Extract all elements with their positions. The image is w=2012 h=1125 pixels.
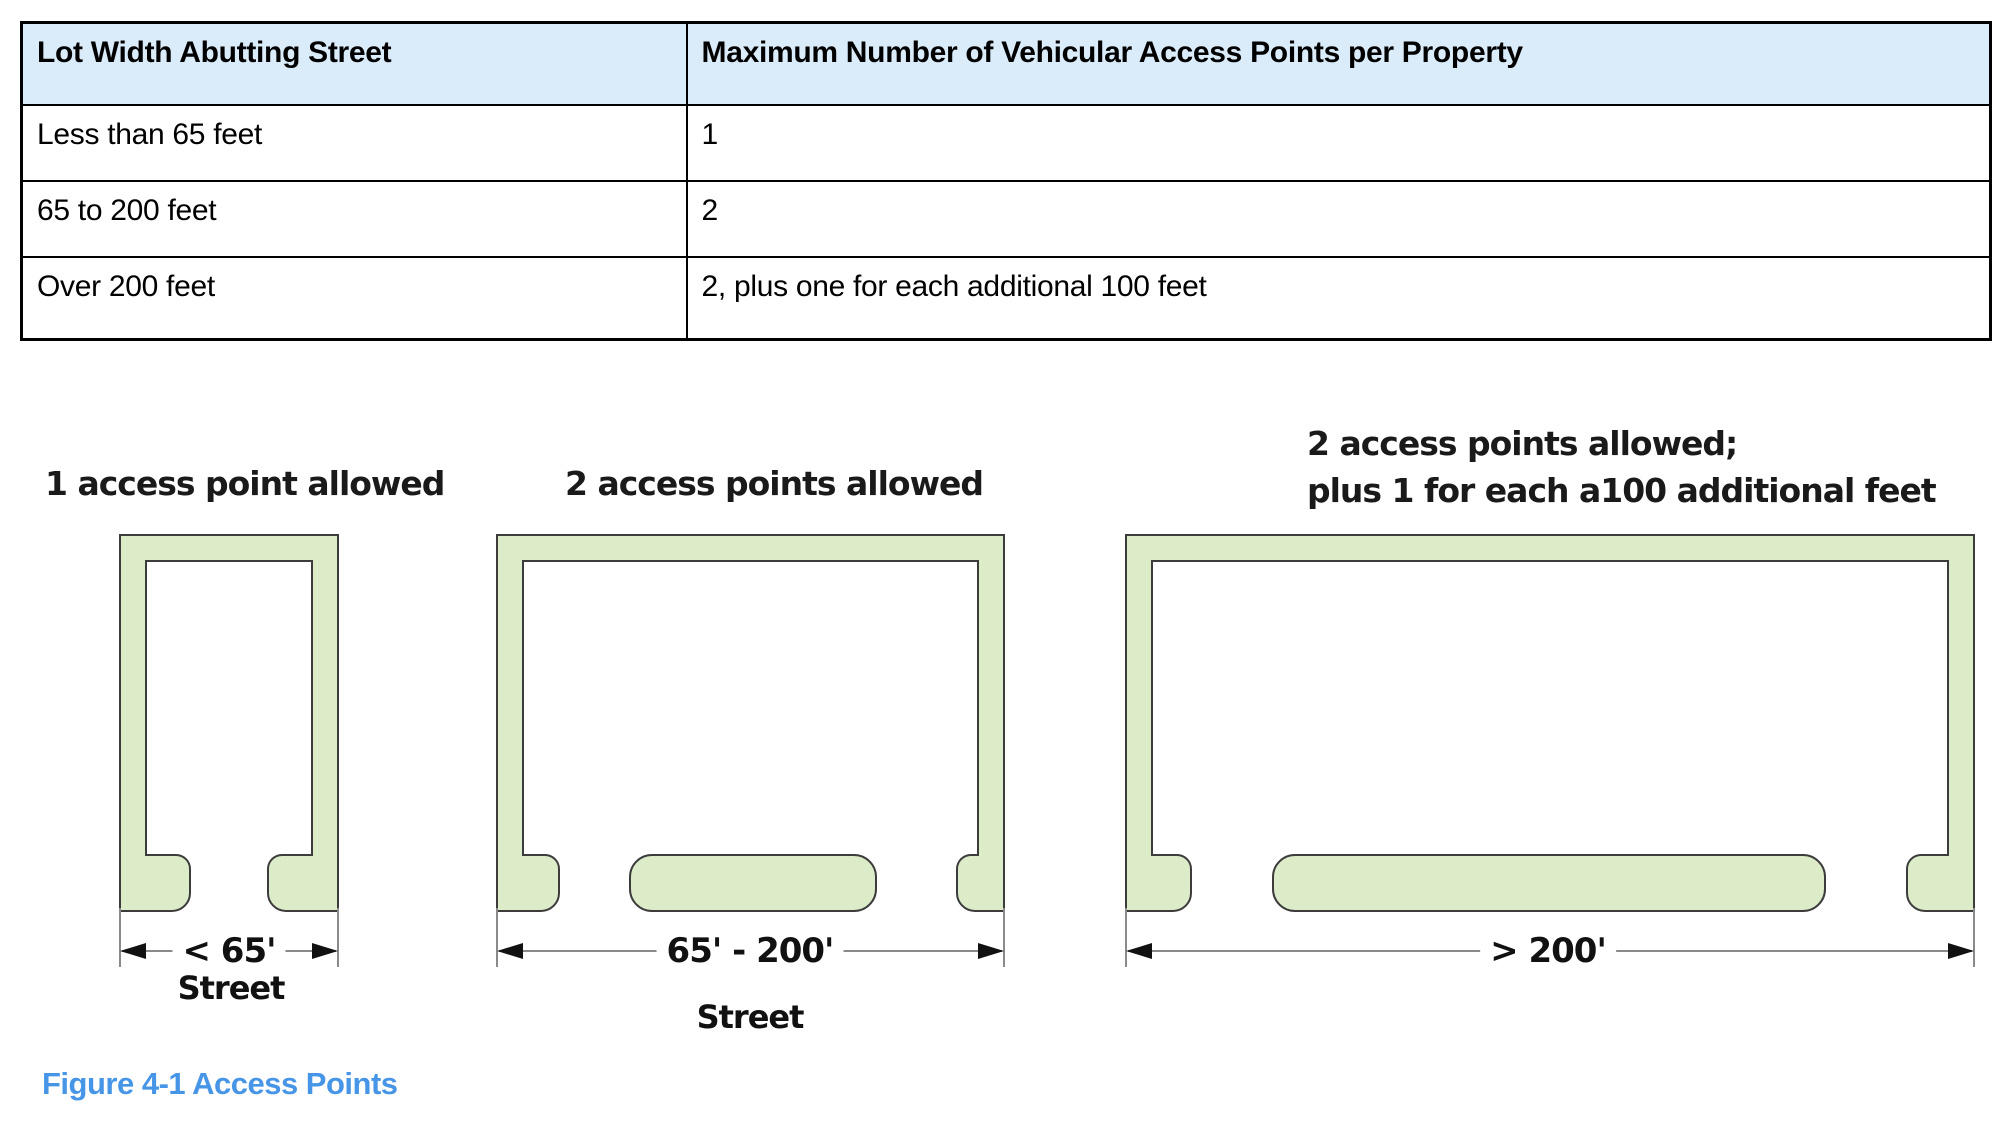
arrowhead-left <box>1126 943 1152 959</box>
header-max-access-points: Maximum Number of Vehicular Access Point… <box>685 21 1992 106</box>
label-one-access-point: 1 access point allowed <box>45 464 445 503</box>
cell-max-points: 1 <box>685 104 1992 182</box>
access-points-table: Lot Width Abutting Street Maximum Number… <box>20 21 1992 341</box>
table-header-row: Lot Width Abutting Street Maximum Number… <box>20 21 1992 106</box>
street-label-medium: Street <box>696 998 805 1036</box>
cell-max-points: 2 <box>685 180 1992 258</box>
street-label-narrow: Street <box>177 969 286 1007</box>
arrowhead-left <box>120 943 146 959</box>
arrowhead-right <box>1948 943 1974 959</box>
figure-caption: Figure 4-1 Access Points <box>42 1066 398 1101</box>
arrowhead-left <box>497 943 523 959</box>
label-wide-lot-line1: 2 access points allowed; <box>1307 424 1738 463</box>
cell-lot-width: Less than 65 feet <box>20 104 688 182</box>
label-two-access-points: 2 access points allowed <box>565 464 984 503</box>
frontage-island-medium <box>629 854 877 912</box>
dimension-text-wide: > 200' <box>1480 931 1616 971</box>
dimension-text-medium: 65' - 200' <box>656 931 844 971</box>
cell-max-points: 2, plus one for each additional 100 feet <box>685 256 1992 341</box>
lot-outline-wide <box>1125 534 1975 912</box>
frontage-island-wide <box>1272 854 1826 912</box>
arrowhead-right <box>978 943 1004 959</box>
header-lot-width: Lot Width Abutting Street <box>20 21 688 106</box>
lot-outline-narrow <box>119 534 339 912</box>
lot-outline-medium <box>496 534 1005 912</box>
cell-lot-width: 65 to 200 feet <box>20 180 688 258</box>
table-row: Less than 65 feet 1 <box>20 104 1992 182</box>
table-row: 65 to 200 feet 2 <box>20 180 1992 258</box>
cell-lot-width: Over 200 feet <box>20 256 688 341</box>
dimension-text-narrow: < 65' <box>172 931 286 971</box>
label-wide-lot-line2: plus 1 for each a100 additional feet <box>1307 471 1937 510</box>
table-row: Over 200 feet 2, plus one for each addit… <box>20 256 1992 341</box>
arrowhead-right <box>312 943 338 959</box>
